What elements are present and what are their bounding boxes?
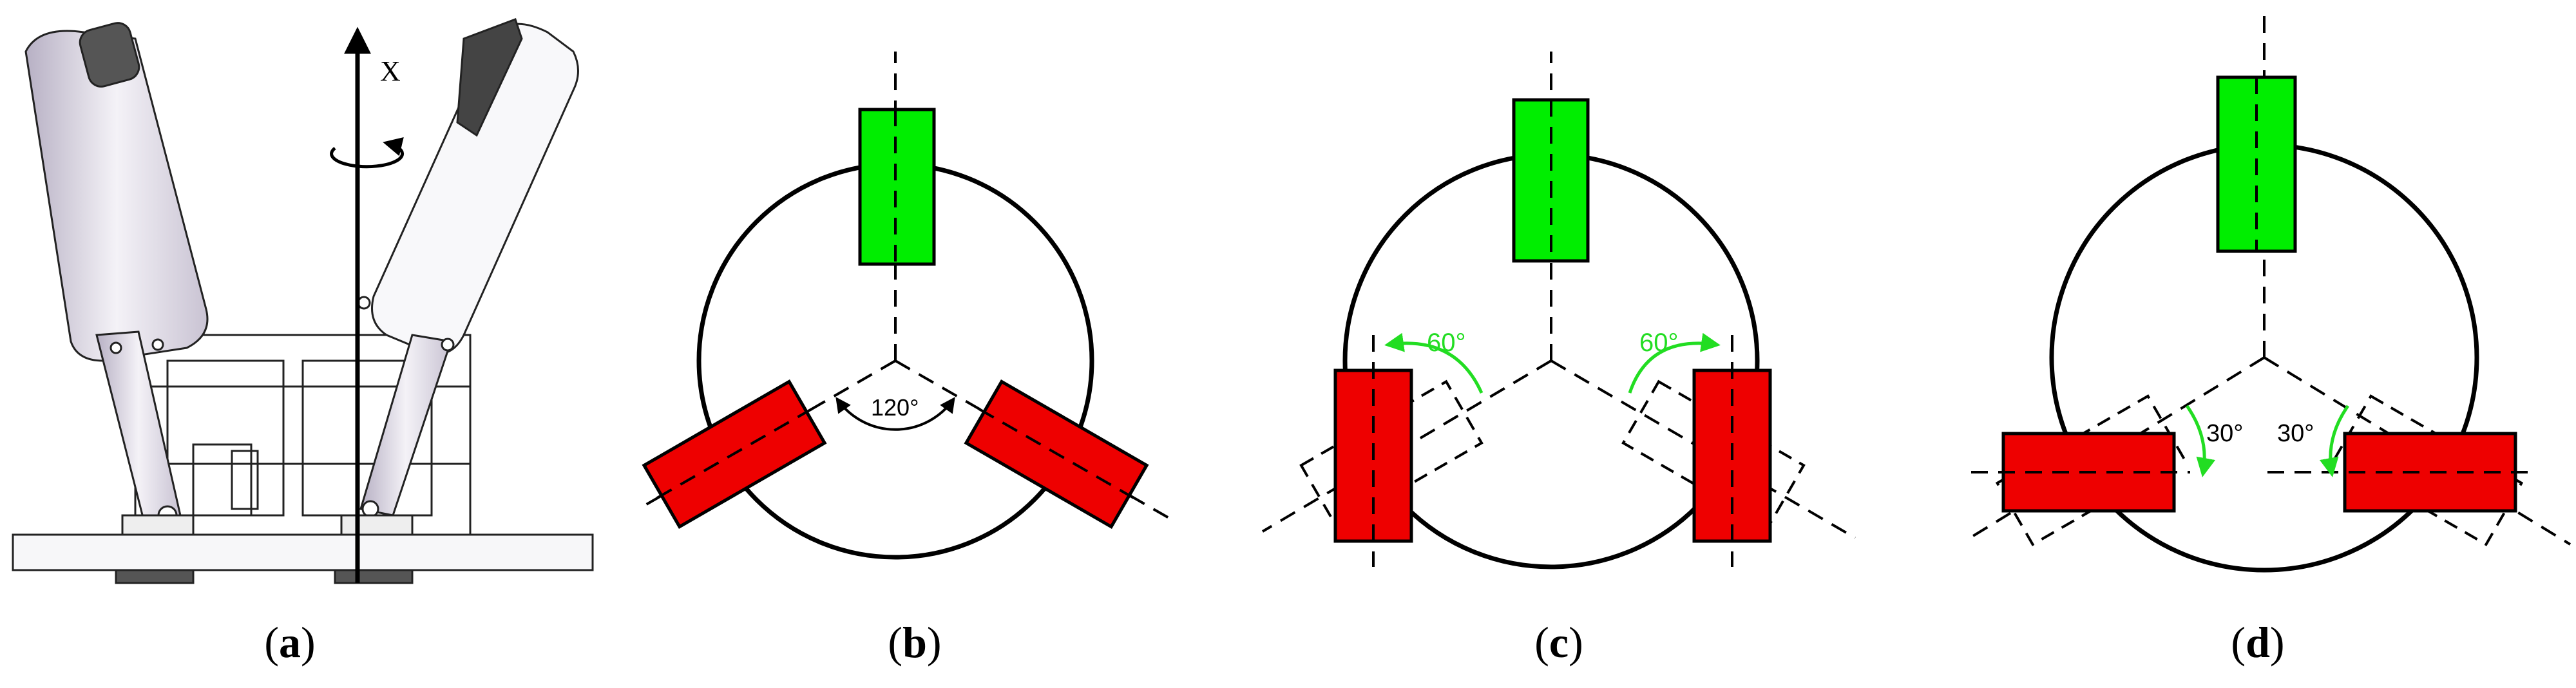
caption-d: (d) [2231,618,2285,667]
caption-c: (c) [1534,618,1583,667]
panel-d [1963,13,2571,573]
panel-c [1261,52,1856,569]
right-arm [371,23,579,355]
left-arm [24,30,209,362]
angle-label-c-left: 60° [1427,329,1466,357]
rotation-axis [330,26,405,583]
base-plate [12,533,594,571]
right-link [359,334,452,517]
angle-label-c-right: 60° [1639,329,1679,357]
panel-b [642,52,1176,560]
panel-a-device [12,18,594,584]
angle-label-b: 120° [871,394,919,421]
caption-a: (a) [264,618,316,667]
caption-b: (b) [888,618,942,667]
angle-label-d-left: 30° [2206,420,2243,447]
axis-label-x: X [380,55,401,87]
green-block-b [858,108,936,266]
angle-label-d-right: 30° [2277,420,2314,447]
